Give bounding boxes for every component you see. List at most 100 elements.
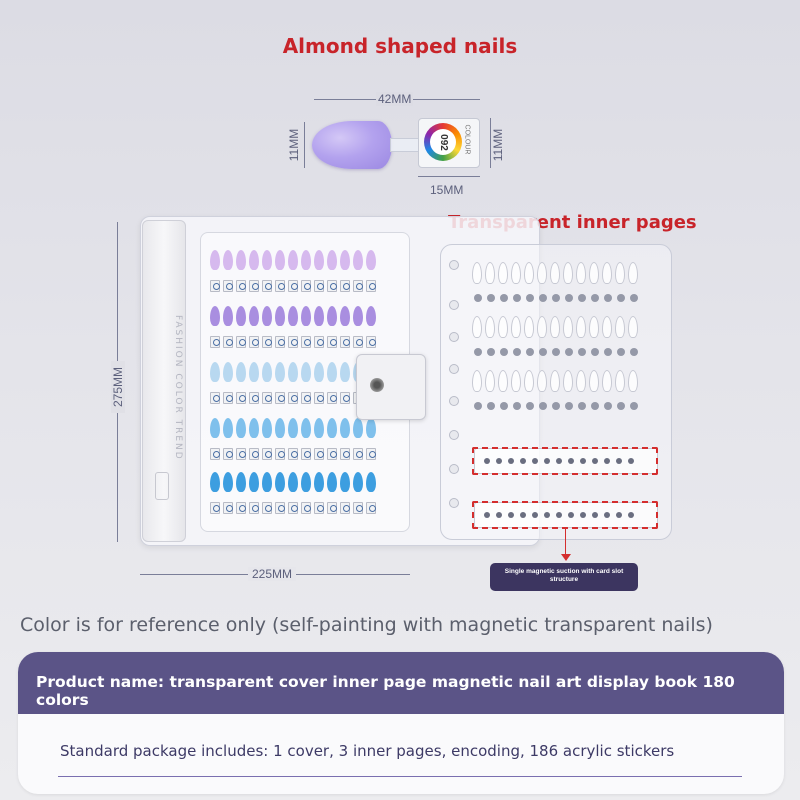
strip-dot — [508, 512, 514, 518]
nail-tip — [353, 306, 363, 326]
package-contents: Standard package includes: 1 cover, 3 in… — [60, 742, 675, 760]
highlight-box — [472, 447, 658, 475]
clear-nail-tip — [602, 370, 612, 392]
nail-tip — [353, 472, 363, 492]
nail-tip — [223, 362, 233, 382]
colour-label-chip — [288, 336, 298, 348]
page-title: Almond shaped nails — [282, 34, 518, 58]
colour-label-chip — [275, 392, 285, 404]
nail-tip — [301, 472, 311, 492]
card-slot-strip — [474, 502, 658, 528]
magnet-dot — [552, 402, 560, 410]
nail-tip — [236, 306, 246, 326]
clear-nail-tip — [524, 370, 534, 392]
magnetic-clasp[interactable] — [356, 354, 426, 420]
colour-label-chip — [353, 280, 363, 292]
clear-nail-tip — [550, 316, 560, 338]
colour-label-row — [210, 502, 376, 514]
colour-label-chip — [301, 336, 311, 348]
magnet-dot — [604, 348, 612, 356]
dimension-length-label: 42MM — [376, 92, 414, 106]
nail-tip — [275, 418, 285, 438]
magnet-dot — [526, 402, 534, 410]
nail-tip — [210, 472, 220, 492]
magnet-dot — [500, 348, 508, 356]
clear-nail-tip — [537, 370, 547, 392]
magnet-dot — [578, 348, 586, 356]
strip-dot — [484, 512, 490, 518]
clear-nail-tip — [511, 316, 521, 338]
nail-tip — [275, 306, 285, 326]
strip-dot — [580, 512, 586, 518]
clear-nail-tip — [524, 316, 534, 338]
clear-nail-tip — [550, 262, 560, 284]
colour-label-chip — [288, 392, 298, 404]
clear-nail-tip — [576, 316, 586, 338]
colour-label-chip — [340, 448, 350, 460]
clear-nail-tip — [602, 316, 612, 338]
strip-dot — [568, 512, 574, 518]
callout-line — [565, 528, 566, 558]
nail-tip — [288, 362, 298, 382]
magnet-dot — [513, 348, 521, 356]
colour-label-chip — [275, 448, 285, 460]
clear-nail-tip — [498, 316, 508, 338]
colour-label-row — [210, 280, 376, 292]
magnet-dot — [526, 294, 534, 302]
strip-dot — [544, 512, 550, 518]
nail-tip — [340, 362, 350, 382]
clear-nail-tip — [524, 262, 534, 284]
strip-dot — [496, 458, 502, 464]
strip-dot — [628, 458, 634, 464]
colour-number: 092 — [430, 129, 456, 155]
magnet-dot — [630, 294, 638, 302]
nail-tip — [262, 250, 272, 270]
colour-label-chip — [301, 392, 311, 404]
magnet-dot — [539, 402, 547, 410]
magnet-dot — [500, 402, 508, 410]
dimension-line-width-right — [490, 118, 491, 168]
nail-tip — [275, 250, 285, 270]
nail-tip — [353, 250, 363, 270]
dimension-width-left-label: 11MM — [287, 128, 301, 162]
clear-nail-tip — [576, 370, 586, 392]
nail-tip — [249, 306, 259, 326]
colour-label-chip — [353, 502, 363, 514]
ring-hole — [449, 260, 459, 270]
strip-dot — [556, 512, 562, 518]
clasp-button-icon — [370, 378, 384, 392]
clear-nail-tip — [472, 370, 482, 392]
product-name: Product name: transparent cover inner pa… — [18, 652, 784, 714]
nail-tip — [314, 418, 324, 438]
ring-hole — [449, 396, 459, 406]
spine-text: FASHION COLOR TREND — [173, 315, 183, 461]
magnet-dot — [513, 402, 521, 410]
nail-tip — [223, 418, 233, 438]
nail-tip — [223, 306, 233, 326]
magnet-dot — [565, 402, 573, 410]
colour-label-chip — [236, 336, 246, 348]
clear-nail-tip — [615, 316, 625, 338]
colour-label-chip — [366, 448, 376, 460]
strip-dot — [592, 512, 598, 518]
colour-word: COLOUR — [463, 124, 471, 155]
colour-label-chip — [366, 336, 376, 348]
nail-tip — [262, 418, 272, 438]
nail-tip — [366, 418, 376, 438]
magnet-dot — [617, 402, 625, 410]
magnet-dot — [474, 348, 482, 356]
ring-hole — [449, 332, 459, 342]
colour-label-chip — [275, 280, 285, 292]
nail-tip — [327, 362, 337, 382]
nail-tip — [210, 306, 220, 326]
nail-tip — [366, 472, 376, 492]
clear-nail-tip — [628, 370, 638, 392]
colour-label-chip — [236, 502, 246, 514]
clear-nail-tip — [550, 370, 560, 392]
colour-label-chip — [327, 448, 337, 460]
nail-tip — [275, 362, 285, 382]
colour-label-chip — [340, 502, 350, 514]
nail-tip — [340, 250, 350, 270]
clear-nail-tip — [485, 316, 495, 338]
strip-dot — [616, 512, 622, 518]
